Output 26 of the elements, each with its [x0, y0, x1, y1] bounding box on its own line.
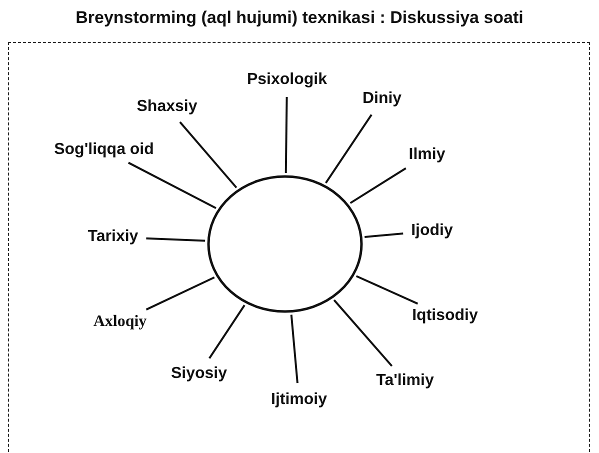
topic-label: Axloqiy	[93, 313, 147, 331]
title: Breynstorming (aql hujumi) texnikasi : Diskussiya soati	[74, 8, 524, 28]
topic-label: Ilmiy	[408, 146, 446, 164]
spoke-line	[128, 162, 216, 210]
spoke-line	[208, 304, 246, 359]
topic-label: Ijtimoiy	[271, 391, 327, 409]
topic-label: Iqtisodiy	[412, 307, 478, 325]
spoke-line	[333, 299, 393, 367]
topic-label: Siyosiy	[170, 365, 228, 383]
empty-circle	[207, 175, 363, 313]
topic-label: Ta'limiy	[376, 372, 434, 390]
topic-label: Psixologik	[246, 71, 328, 89]
topic-label: Tarixiy	[88, 228, 138, 246]
spoke-line	[364, 232, 404, 238]
spoke-line	[146, 237, 206, 242]
spoke-line	[356, 275, 418, 305]
spoke-line	[290, 314, 298, 384]
spoke-line	[350, 167, 406, 204]
topic-label: Sog'liqqa oid	[54, 141, 154, 159]
spoke-line	[284, 96, 288, 174]
topic-label: Diniy	[362, 90, 402, 108]
topic-label: Ijodiy	[411, 222, 453, 240]
topic-label: Shaxsiy	[136, 98, 198, 116]
spoke-line	[179, 121, 238, 188]
spoke-line	[325, 114, 372, 184]
spoke-line	[146, 276, 215, 310]
